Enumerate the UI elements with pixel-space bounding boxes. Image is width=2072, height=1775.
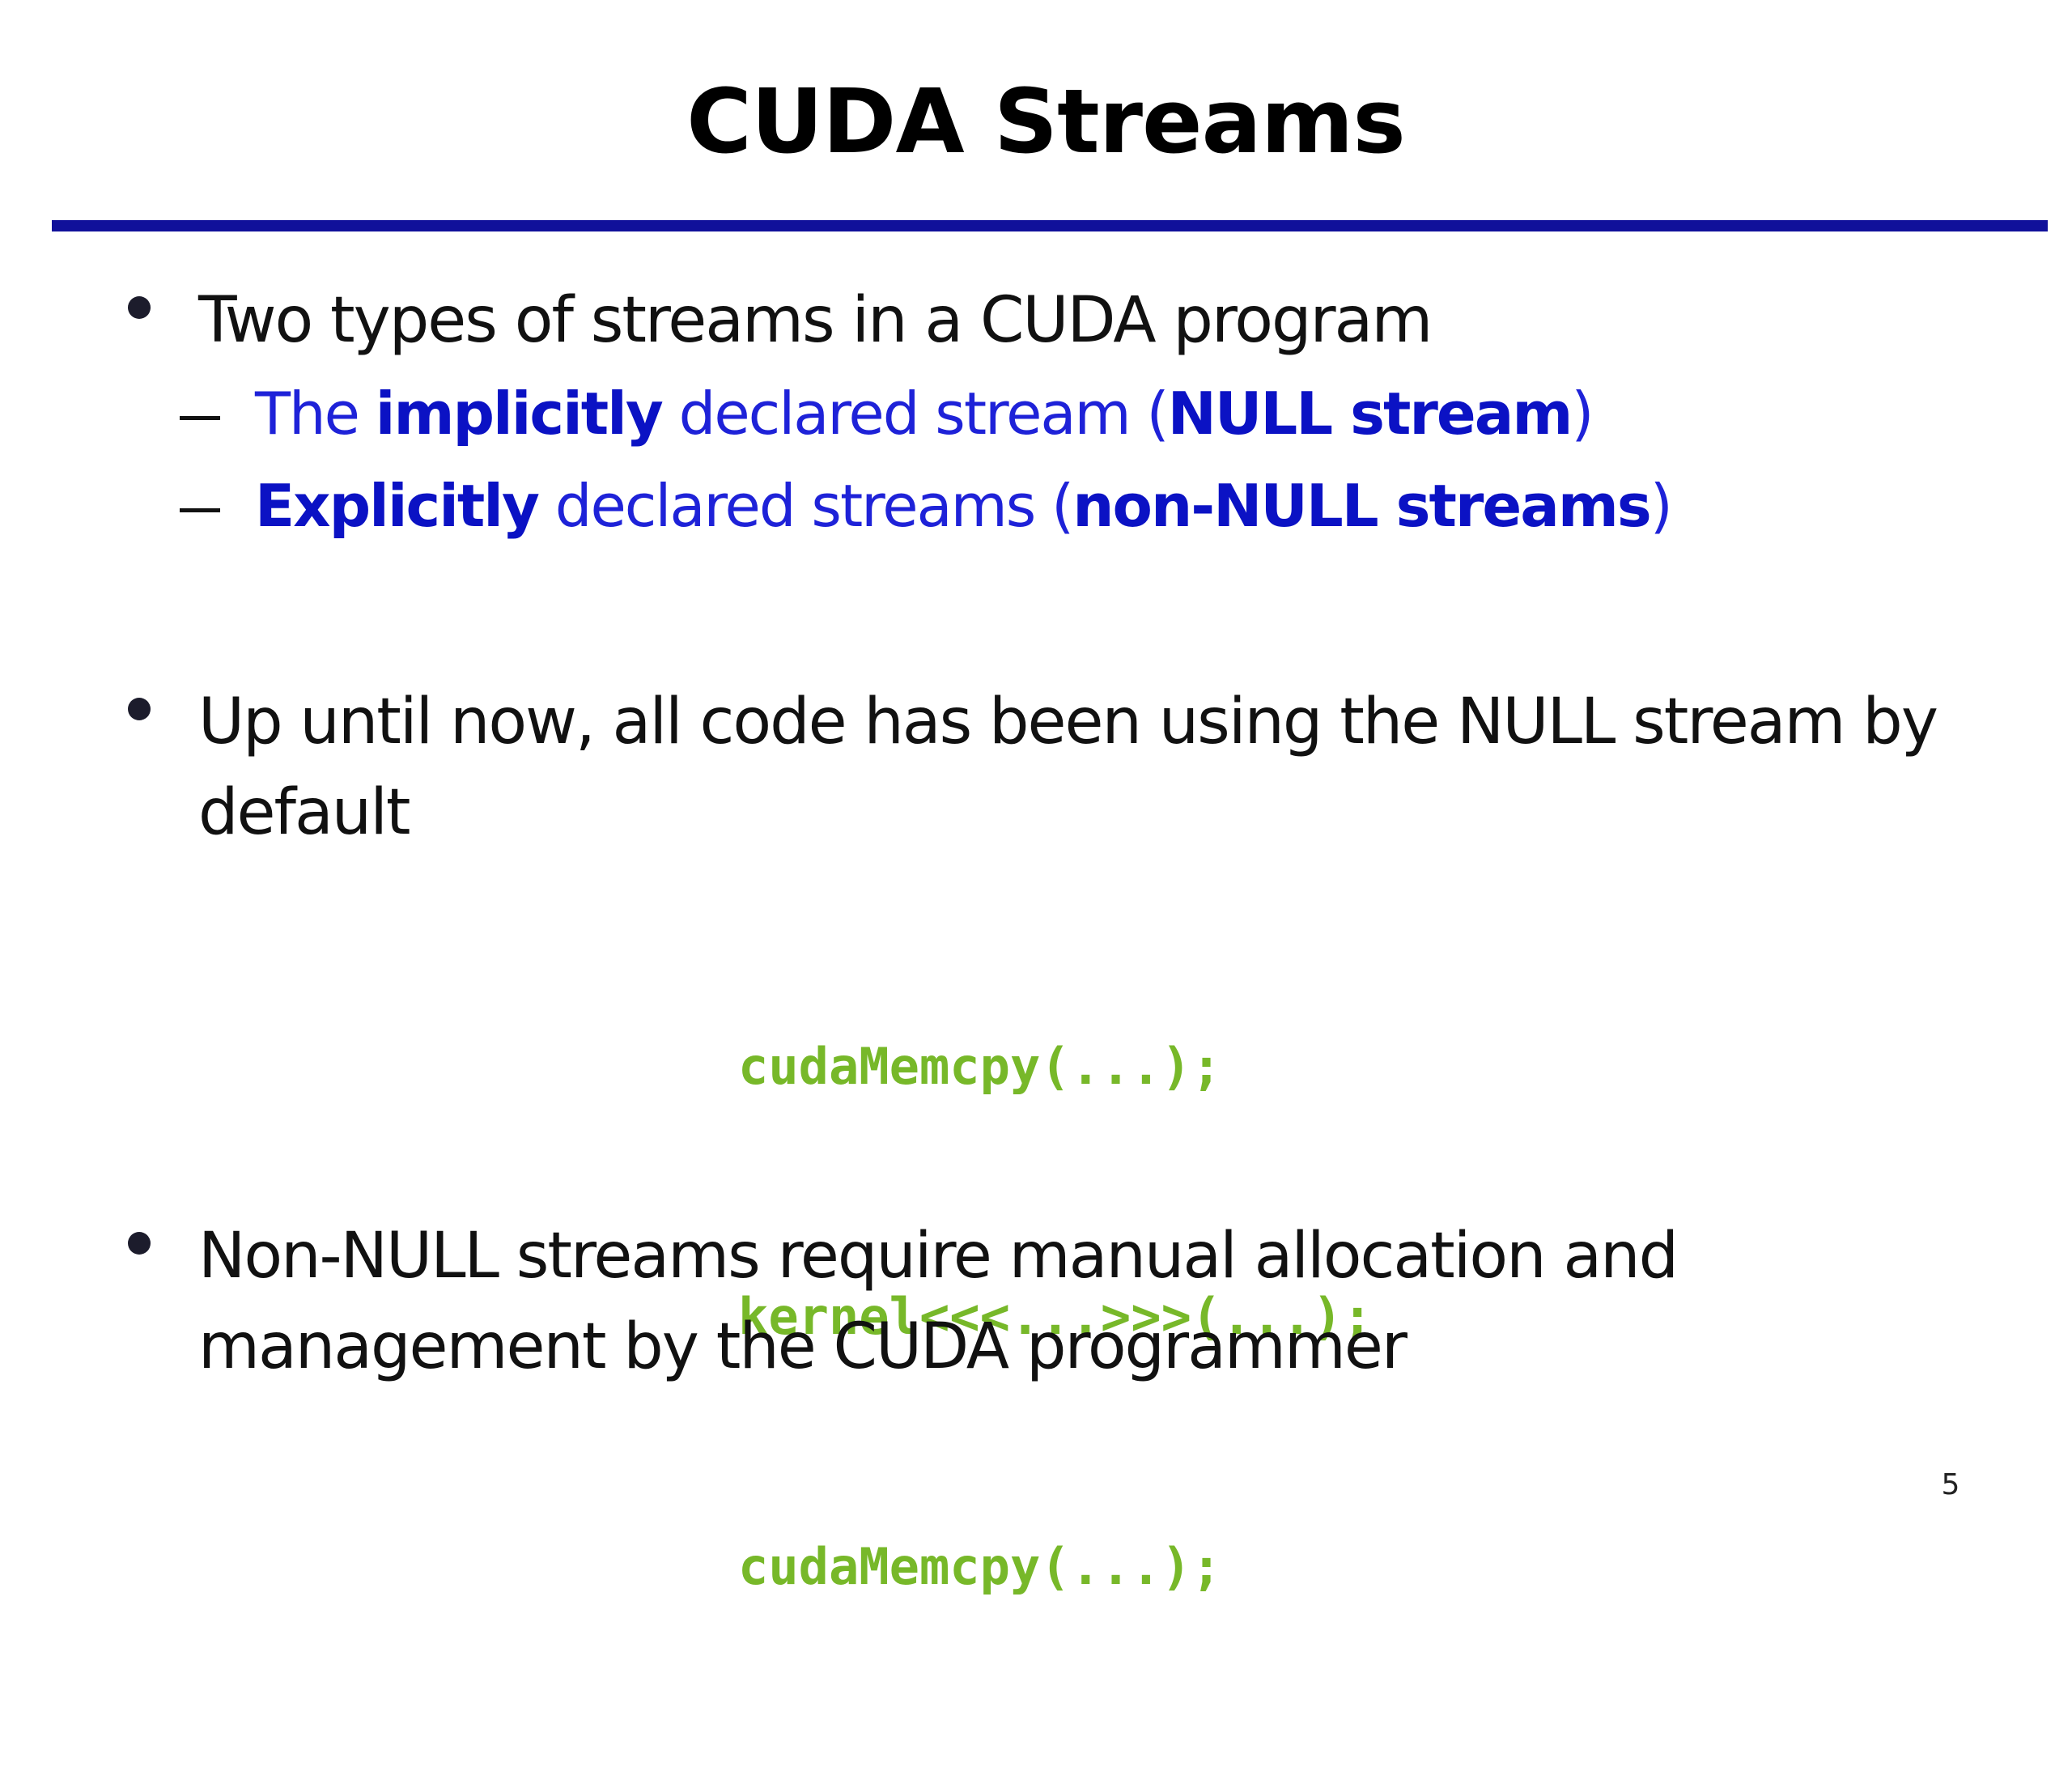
- page-number: 5: [1941, 1468, 1960, 1501]
- sub-item-2-bold-non-null-streams: non-NULL streams: [1072, 472, 1651, 540]
- code-line-1: cudaMemcpy(...);: [738, 1037, 1222, 1096]
- sub-item-2-bold-explicitly: Explicitly: [255, 472, 540, 540]
- sub-item-1-dash: [180, 416, 220, 420]
- bullet-2-line-1: Up until now, all code has been using th…: [198, 686, 1938, 758]
- sub-item-1-mid: declared stream (: [661, 380, 1170, 448]
- bullet-3-dot: [128, 1232, 151, 1255]
- code-line-2: kernel<<<...>>>(...);: [738, 1287, 1373, 1346]
- bullet-1-dot: [128, 296, 151, 319]
- code-line-3: cudaMemcpy(...);: [738, 1537, 1222, 1596]
- bullet-2-line-2: default: [198, 776, 410, 849]
- bullet-3-line-1: Non-NULL streams require manual allocati…: [198, 1220, 1679, 1293]
- sub-item-1-post: ): [1571, 380, 1594, 448]
- bullet-2-text: Up until now, all code has been using th…: [198, 677, 2019, 858]
- bullet-2-dot: [128, 698, 151, 720]
- sub-item-1-pre: The: [255, 380, 376, 448]
- sub-item-2: Explicitly declared streams (non-NULL st…: [255, 461, 1673, 551]
- bullet-3-line-2: management by the CUDA programmer: [198, 1310, 1408, 1383]
- sub-item-1-bold-implicitly: implicitly: [375, 380, 664, 448]
- sub-item-2-dash: [180, 508, 220, 512]
- bullet-3-text: Non-NULL streams require manual allocati…: [198, 1211, 2019, 1392]
- sub-item-1-bold-null-stream: NULL stream: [1167, 380, 1573, 448]
- slide-title: CUDA Streams: [686, 70, 1406, 173]
- sub-item-2-mid: declared streams (: [537, 472, 1074, 540]
- title-divider: [52, 220, 2048, 231]
- sub-item-2-post: ): [1650, 472, 1673, 540]
- sub-item-1: The implicitly declared stream (NULL str…: [255, 368, 1594, 459]
- bullet-1-text: Two types of streams in a CUDA program: [198, 284, 1433, 357]
